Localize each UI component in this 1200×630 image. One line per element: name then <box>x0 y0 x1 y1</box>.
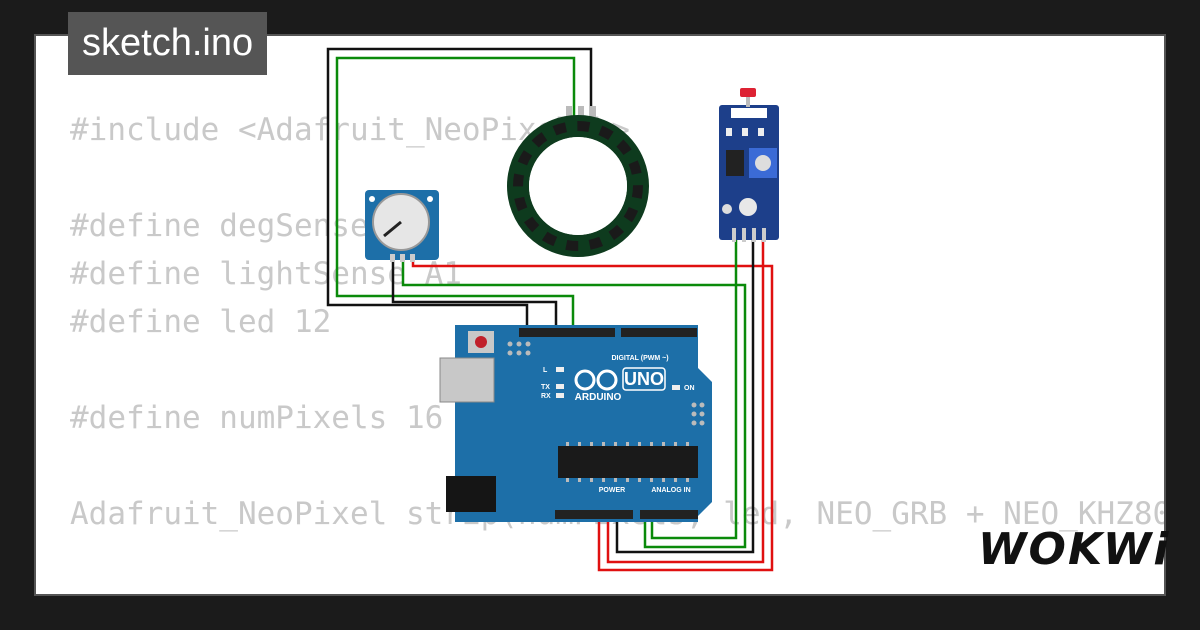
wire-black-sensor[interactable] <box>615 240 755 554</box>
light-sensor-module[interactable] <box>719 88 779 242</box>
wire-red-sensor[interactable] <box>606 240 765 564</box>
analog-header[interactable] <box>640 510 698 519</box>
arduino-uno-board[interactable]: UNO ARDUINO DIGITAL (PWM ~) ANALOG IN PO… <box>439 325 712 522</box>
potentiometer[interactable] <box>365 190 439 262</box>
code-line: #define led 12 <box>70 304 332 340</box>
arduino-logo-icon <box>574 369 618 391</box>
digital-label: DIGITAL (PWM ~) <box>611 355 668 362</box>
wires <box>326 47 774 572</box>
code-line: void setup() { <box>70 586 1164 594</box>
l-label: L <box>543 367 548 374</box>
analog-label: ANALOG IN <box>651 487 690 494</box>
wire-green-ring[interactable] <box>335 56 576 333</box>
wokwi-logo: WOKWi <box>978 524 1171 575</box>
tx-label: TX <box>541 384 550 391</box>
digital-header-left[interactable] <box>519 328 615 337</box>
wire-black-pot[interactable] <box>391 258 558 333</box>
wire-black-ring[interactable] <box>326 47 593 333</box>
board-model-label: UNO <box>624 369 664 389</box>
board-brand-label: ARDUINO <box>575 392 622 403</box>
wire-green-sensor[interactable] <box>650 240 738 540</box>
power-label: POWER <box>599 487 625 494</box>
wire-red-pot[interactable] <box>411 258 774 572</box>
microcontroller-chip <box>558 446 698 478</box>
wire-green-pot[interactable] <box>401 258 747 549</box>
on-label: ON <box>684 385 695 392</box>
power-header[interactable] <box>555 510 633 519</box>
digital-header-right[interactable] <box>621 328 697 337</box>
rx-label: RX <box>541 393 551 400</box>
neopixel-ring[interactable] <box>507 106 649 257</box>
icsp-header <box>507 341 705 426</box>
code-line: #define numPixels 16 <box>70 400 444 436</box>
file-name-tab[interactable]: sketch.ino <box>68 12 268 75</box>
